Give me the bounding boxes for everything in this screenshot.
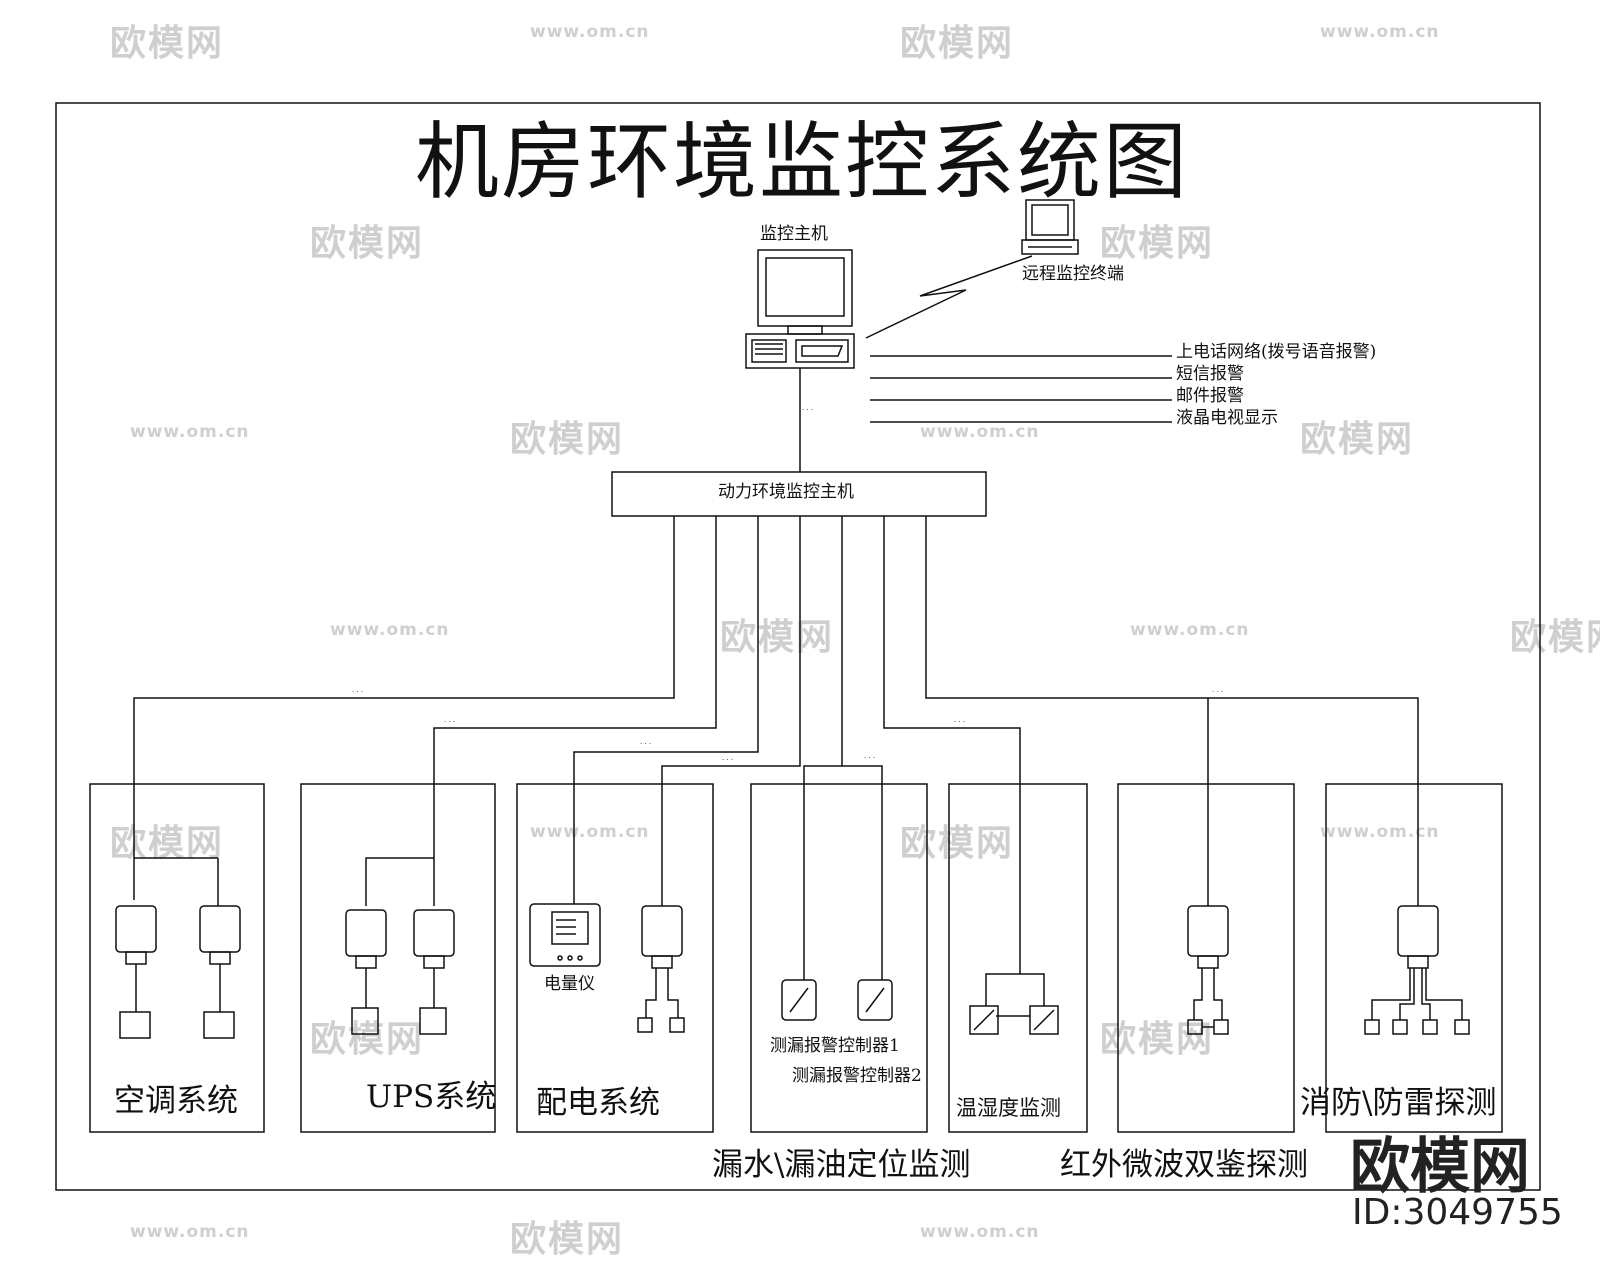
system-label-leak: 漏水\漏油定位监测 (712, 1147, 971, 1183)
watermark-logo: 欧模网 (510, 419, 625, 460)
bus-leak2 (842, 765, 883, 980)
bus-power-io (661, 516, 801, 906)
watermark-logo: 欧模网 (510, 1219, 625, 1260)
bus-aircon (133, 516, 675, 900)
svg-text:· · ·: · · · (954, 718, 965, 726)
system-label-temp: 温湿度监测 (956, 1096, 1061, 1120)
diagram-title: 机房环境监控系统图 (415, 113, 1190, 211)
leak-controller-1-label: 测漏报警控制器1 (770, 1036, 900, 1056)
ir-module (1187, 905, 1229, 1035)
watermark-url: www.om.cn (920, 422, 1040, 442)
output-tv-label: 液晶电视显示 (1176, 408, 1278, 428)
watermark-logo: 欧模网 (900, 823, 1015, 864)
svg-text:· · ·: · · · (864, 754, 875, 762)
bus-temp (883, 516, 1021, 974)
watermark-url: www.om.cn (530, 822, 650, 842)
watermark-logo: 欧模网 (310, 223, 425, 264)
ups-module-1 (345, 909, 387, 1035)
watermark-logo: 欧模网 (900, 23, 1015, 64)
power-env-host-label: 动力环境监控主机 (718, 482, 854, 502)
temp-sensor-1-icon (969, 1005, 999, 1035)
remote-terminal-icon (1021, 199, 1079, 255)
power-env-host-box (611, 471, 987, 517)
leak-controller-1-icon (781, 979, 817, 1021)
aircon-module-2 (199, 905, 241, 1039)
bus-leak (803, 516, 843, 980)
box-ups (300, 783, 496, 1133)
monitor-host-label: 监控主机 (760, 224, 828, 244)
output-mail-label: 邮件报警 (1176, 386, 1244, 406)
watermark-url: www.om.cn (330, 620, 450, 640)
watermark-url: www.om.cn (920, 1222, 1040, 1242)
svg-text:· · ·: · · · (1212, 688, 1223, 696)
watermark-url: www.om.cn (1320, 22, 1440, 42)
watermark-logo: 欧模网 (1510, 617, 1600, 658)
system-label-ups: UPS系统 (366, 1079, 497, 1115)
box-temp (948, 783, 1088, 1133)
watermark-url: www.om.cn (530, 22, 650, 42)
watermark-url: www.om.cn (130, 1222, 250, 1242)
svg-text:· · ·: · · · (444, 718, 455, 726)
leak-controller-2-label: 测漏报警控制器2 (792, 1066, 922, 1086)
remote-terminal-label: 远程监控终端 (1022, 264, 1124, 284)
watermark-logo: 欧模网 (310, 1019, 425, 1060)
temp-sensor-2-icon (1029, 1005, 1059, 1035)
bus-ups (433, 516, 717, 906)
box-ir (1117, 783, 1295, 1133)
watermark-url: www.om.cn (1320, 822, 1440, 842)
wireless-link (865, 255, 1033, 339)
system-label-aircon: 空调系统 (114, 1083, 238, 1119)
brand-logo: 欧模网 (1350, 1132, 1530, 1202)
power-meter-icon (529, 903, 601, 967)
fire-module (1364, 905, 1470, 1035)
watermark-url: www.om.cn (1130, 620, 1250, 640)
system-label-ir: 红外微波双鉴探测 (1060, 1147, 1308, 1183)
watermark-logo: 欧模网 (110, 823, 225, 864)
watermark-logo: 欧模网 (1100, 223, 1215, 264)
diagram-frame (55, 102, 1541, 1191)
watermark-url: www.om.cn (130, 422, 250, 442)
svg-text:· · ·: · · · (352, 688, 363, 696)
output-sms-label: 短信报警 (1176, 364, 1244, 384)
box-aircon (89, 783, 265, 1133)
leak-controller-2-icon (857, 979, 893, 1021)
output-phone-label: 上电话网络(拨号语音报警) (1176, 342, 1377, 362)
box-leak (750, 783, 928, 1133)
watermark-logo: 欧模网 (720, 617, 835, 658)
box-fire (1325, 783, 1503, 1133)
power-io-module (637, 905, 685, 1033)
brand-id: ID:3049755 (1352, 1192, 1563, 1233)
bus-power-meter (573, 516, 759, 904)
watermark-logo: 欧模网 (1300, 419, 1415, 460)
power-meter-label: 电量仪 (544, 974, 595, 994)
svg-text:· · ·: · · · (802, 406, 813, 414)
box-power (516, 783, 714, 1133)
system-label-fire: 消防\防雷探测 (1300, 1085, 1497, 1121)
watermark-logo: 欧模网 (110, 23, 225, 64)
aircon-module-1 (115, 905, 157, 1039)
ups-module-2 (413, 909, 455, 1035)
svg-text:· · ·: · · · (722, 756, 733, 764)
system-label-power: 配电系统 (536, 1085, 660, 1121)
monitor-host-computer-icon (745, 249, 855, 369)
svg-text:· · ·: · · · (640, 740, 651, 748)
bus-fire (925, 516, 1419, 906)
